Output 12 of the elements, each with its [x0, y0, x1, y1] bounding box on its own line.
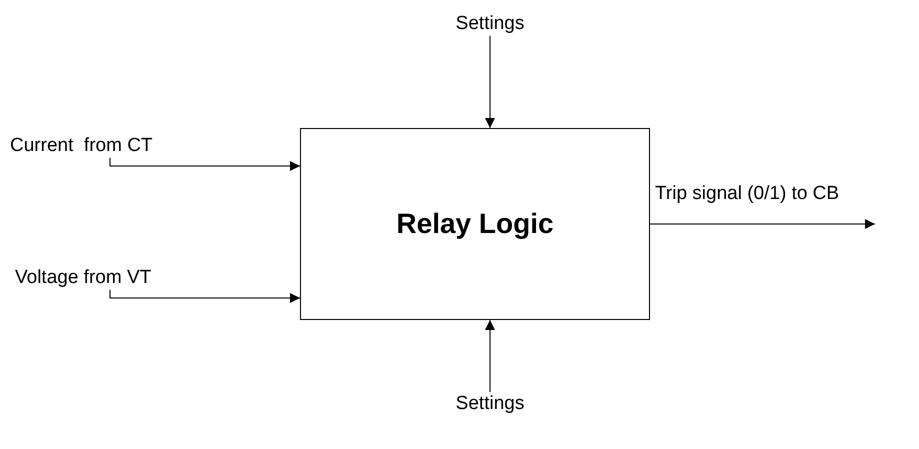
arrow	[485, 35, 495, 128]
arrow	[485, 320, 495, 392]
signal-label: Settings	[456, 12, 524, 36]
arrow	[110, 157, 300, 171]
signal-label: Current from CT	[10, 134, 153, 158]
process-box	[300, 128, 650, 320]
arrow	[110, 289, 300, 303]
edge-label: Trip signal (0/1) to CB	[655, 182, 840, 206]
arrow	[650, 219, 876, 229]
signal-label: Settings	[456, 392, 524, 416]
signal-label: Voltage from VT	[15, 266, 152, 290]
box-title: Relay Logic	[396, 207, 554, 241]
